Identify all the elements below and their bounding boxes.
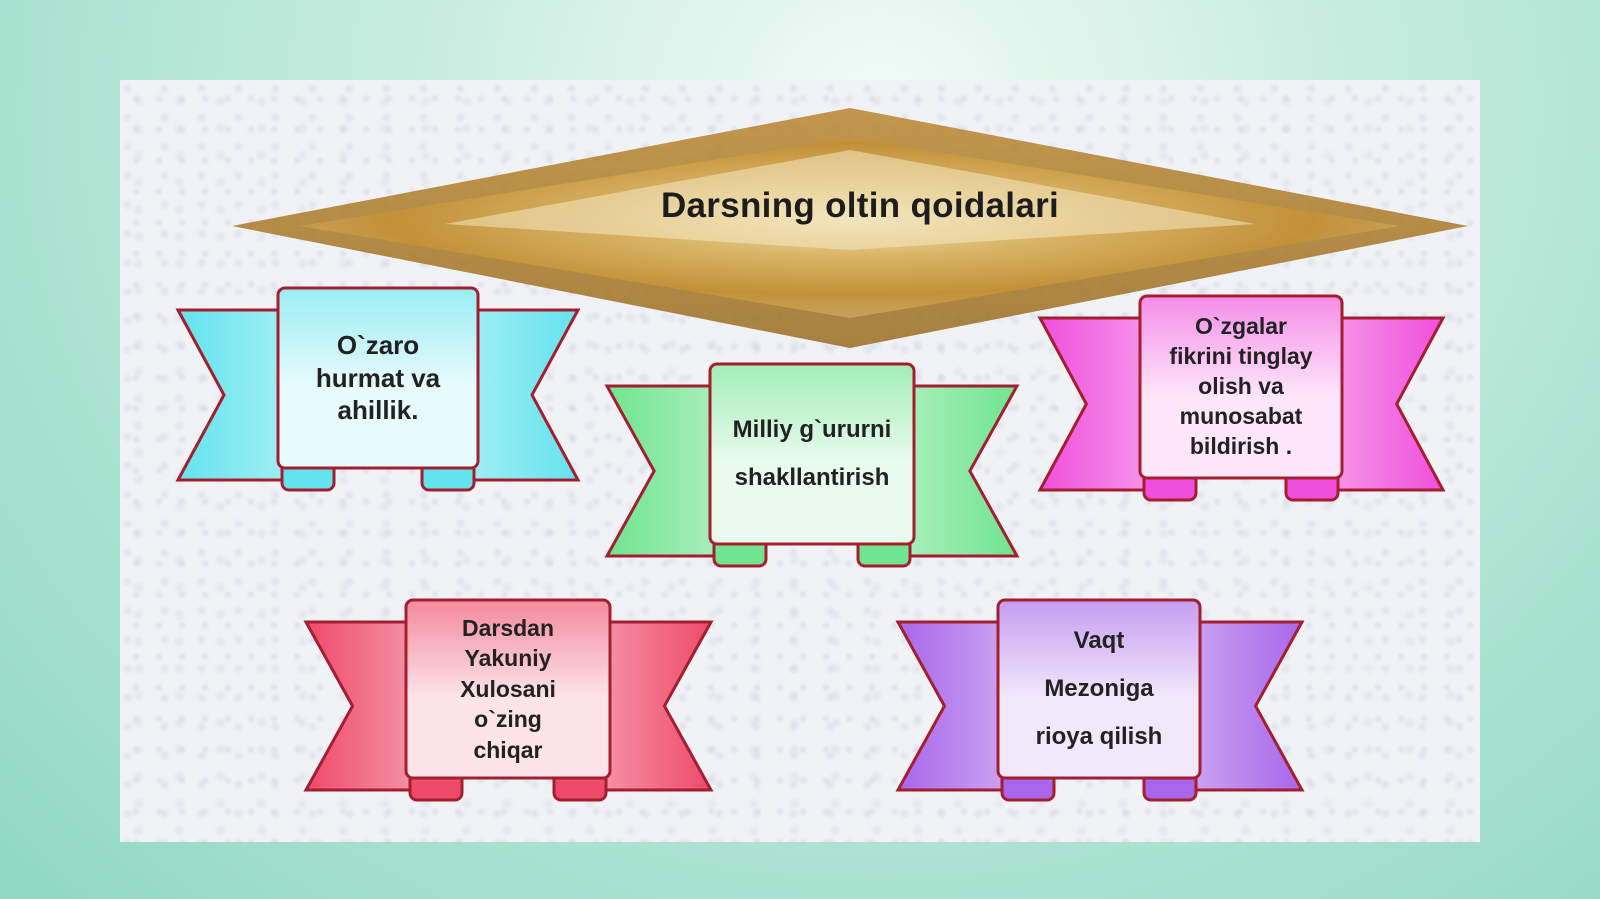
ribbon-rule-2	[604, 362, 1020, 568]
ribbon-right-tail	[904, 384, 1020, 558]
diagram-title: Darsning oltin qoidalari	[660, 186, 1060, 225]
ribbon-panel	[404, 598, 612, 780]
ribbon-left-tail	[1037, 316, 1150, 492]
rule-text-4: Darsdan Yakuniy Xulosani o`zing chiqar	[460, 615, 556, 763]
ribbon-left-tail	[175, 308, 288, 482]
title-diamond	[232, 108, 1468, 348]
ribbon-rule-5	[895, 598, 1305, 802]
ribbon-rule-3	[1037, 294, 1446, 502]
rule-text-3: O`zgalar fikrini tinglay olish va munosa…	[1169, 313, 1313, 459]
ribbon-rule-1	[175, 286, 581, 492]
ribbon-left-tail	[303, 620, 416, 792]
ribbon-panel	[276, 286, 480, 470]
ribbon-right-tail	[468, 308, 581, 482]
ribbon-left-tail	[604, 384, 720, 558]
rule-ribbons	[175, 286, 1446, 802]
ribbon-rule-4	[303, 598, 714, 802]
ribbon-right-tail	[1190, 620, 1305, 792]
rule-text-2: Milliy g`ururni shakllantirish	[732, 416, 892, 491]
rule-text-1: O`zaro hurmat va ahillik.	[315, 330, 441, 426]
ribbon-right-tail	[1332, 316, 1446, 492]
ribbon-panel	[996, 598, 1202, 780]
ribbon-left-tail	[895, 620, 1008, 792]
rule-text-5: Vaqt Mezoniga rioya qilish	[1035, 627, 1163, 750]
ribbon-panel	[1138, 294, 1344, 480]
ribbon-panel	[708, 362, 916, 546]
ribbon-right-tail	[600, 620, 714, 792]
